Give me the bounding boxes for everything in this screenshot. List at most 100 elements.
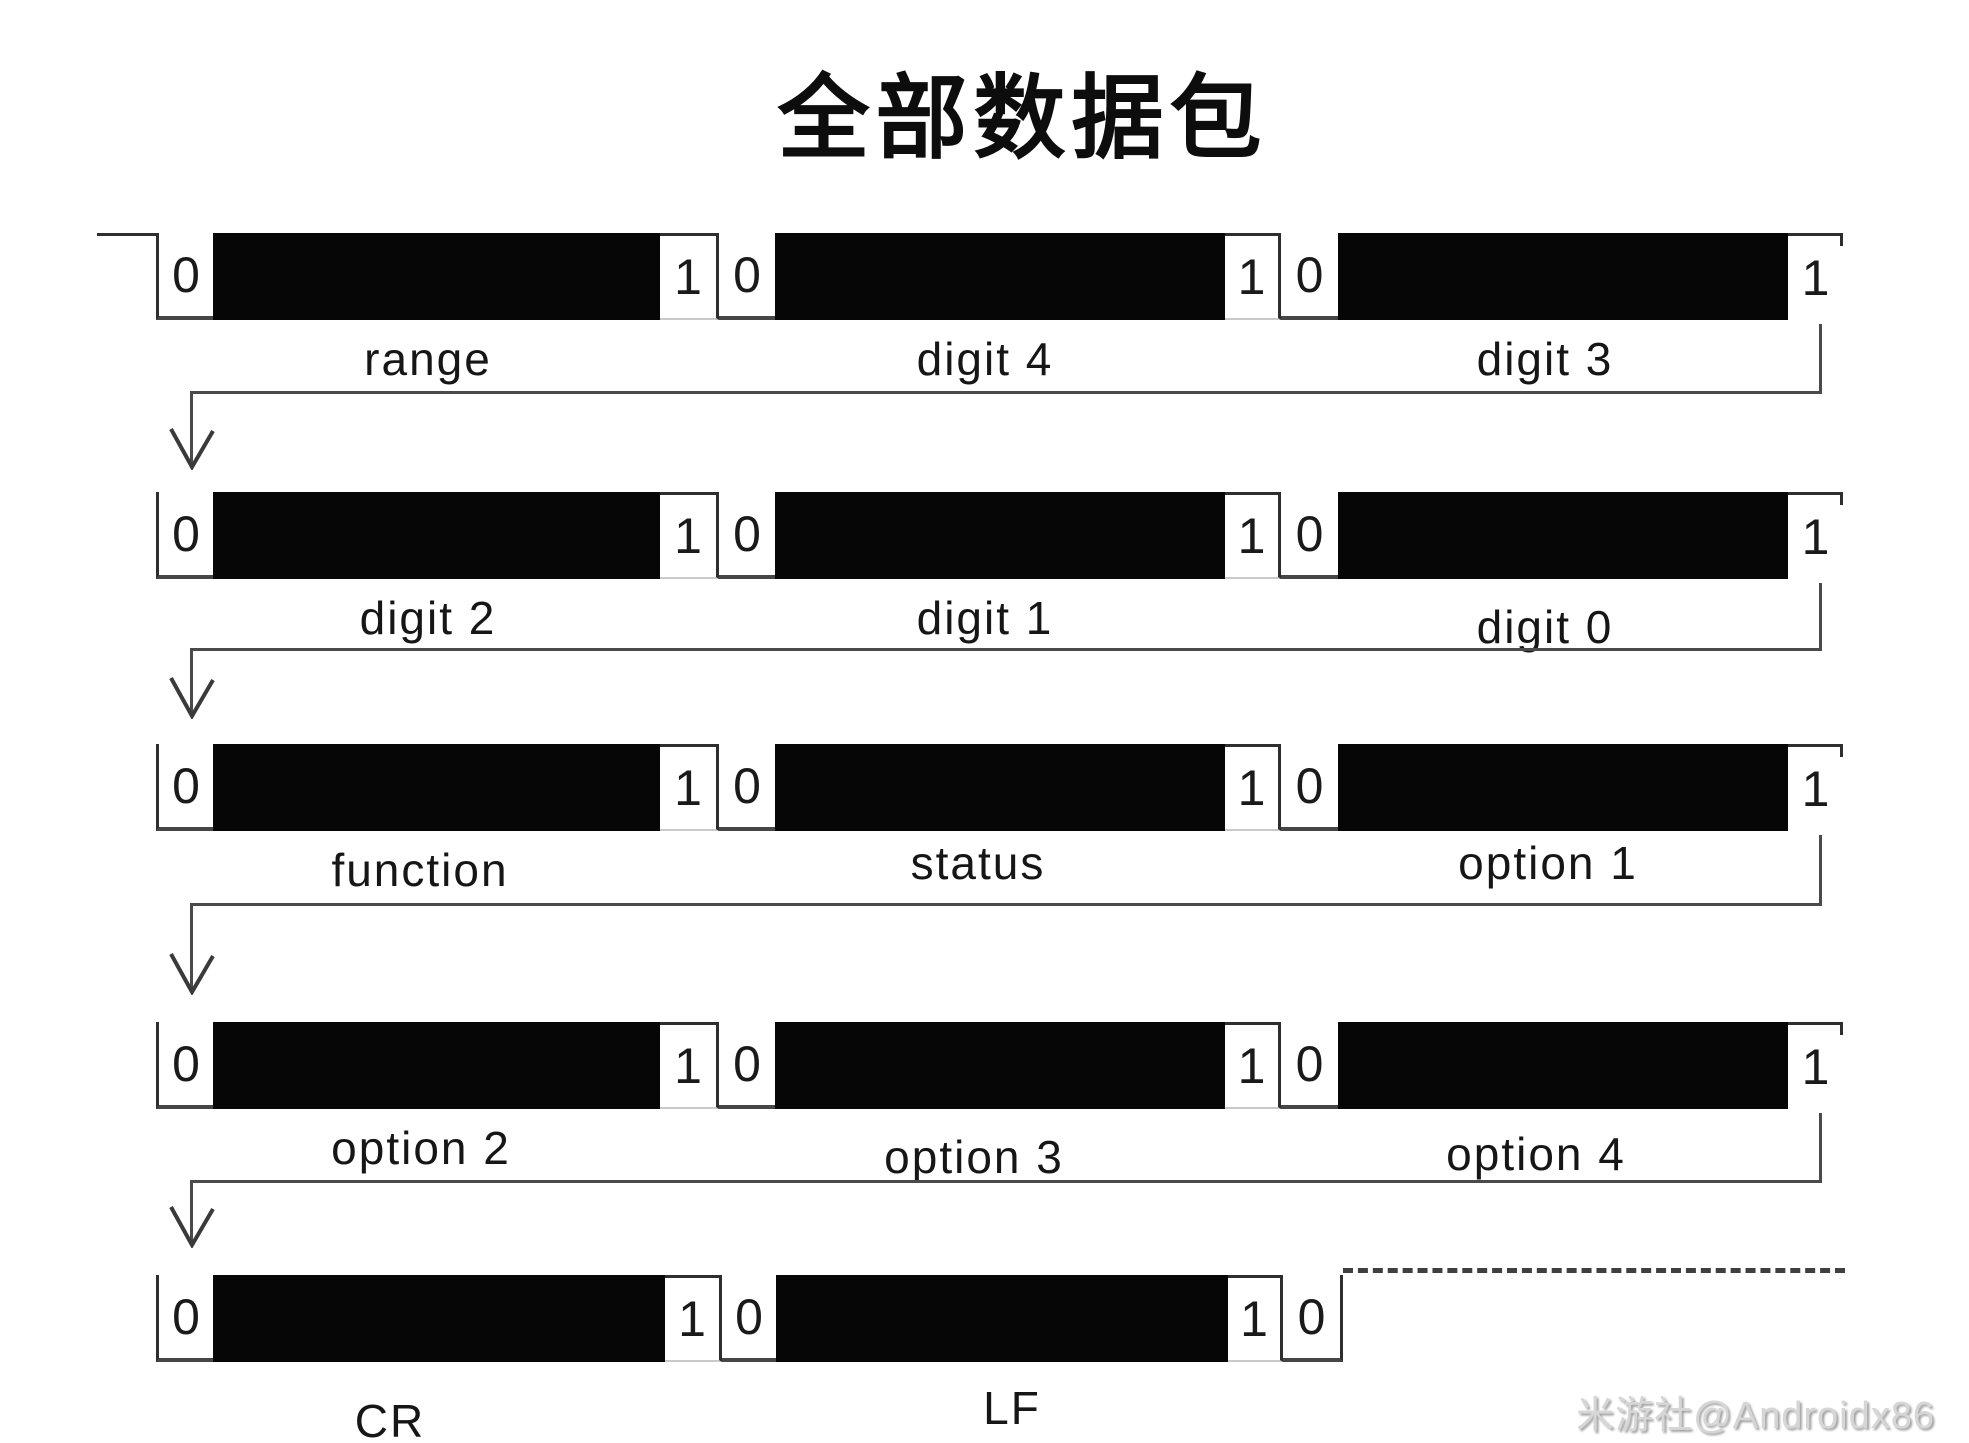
bit-label: 1 bbox=[674, 508, 702, 564]
stop-bit-cell: 1 bbox=[1225, 492, 1281, 579]
data-block bbox=[775, 1022, 1225, 1109]
field-label: option 4 bbox=[1446, 1128, 1626, 1180]
bit-label: 0 bbox=[1295, 246, 1324, 303]
stop-bit-cell: 1 bbox=[1225, 1022, 1281, 1109]
bit-label: 0 bbox=[172, 1288, 200, 1345]
field-label: option 3 bbox=[884, 1131, 1064, 1183]
start-bit-cell: 0 bbox=[156, 233, 213, 320]
field-label: digit 1 bbox=[916, 592, 1054, 644]
arrow-down-icon bbox=[169, 1206, 215, 1248]
bit-label: 0 bbox=[172, 1035, 200, 1092]
trailing-start-bit-cell: 0 bbox=[1283, 1275, 1343, 1362]
frame-end-cell: 1 bbox=[1788, 1022, 1843, 1109]
stop-bit-cell: 1 bbox=[1228, 1275, 1283, 1362]
start-bit-cell: 0 bbox=[1281, 233, 1338, 320]
bit-label: 0 bbox=[1295, 1035, 1324, 1092]
stop-bit-cell: 1 bbox=[1225, 233, 1281, 320]
bit-label: 1 bbox=[674, 1038, 702, 1094]
connector-line bbox=[1819, 583, 1822, 648]
start-bit-cell: 0 bbox=[722, 1275, 776, 1362]
end-tick bbox=[1840, 744, 1843, 757]
connector-line bbox=[191, 903, 1822, 906]
dashed-continuation-line bbox=[1343, 1268, 1845, 1273]
bit-label: 1 bbox=[1801, 509, 1830, 565]
bit-label: 0 bbox=[735, 1288, 763, 1345]
bit-label: 0 bbox=[733, 1035, 761, 1092]
start-bit-cell: 0 bbox=[156, 744, 213, 831]
field-label: function bbox=[331, 844, 509, 896]
start-bit-cell: 0 bbox=[719, 233, 775, 320]
field-label: LF bbox=[983, 1382, 1041, 1434]
field-label: range bbox=[364, 333, 492, 385]
bit-label: 0 bbox=[733, 246, 761, 303]
connector-line bbox=[1819, 835, 1822, 903]
connector-line bbox=[1819, 324, 1822, 391]
connector-line bbox=[191, 1180, 1822, 1183]
connector-line bbox=[1819, 1113, 1822, 1180]
end-tick bbox=[1840, 1022, 1843, 1035]
packet-row-2: 0 1 0 1 0 1 digit 2 digit 1 digit 0 bbox=[0, 492, 1969, 653]
field-label: digit 4 bbox=[916, 333, 1054, 385]
connector-line bbox=[191, 648, 1822, 651]
bit-label: 0 bbox=[733, 505, 761, 562]
data-block bbox=[213, 492, 660, 579]
bit-label: 1 bbox=[1801, 1039, 1830, 1095]
page-title: 全部数据包 bbox=[777, 64, 1268, 172]
bit-label: 1 bbox=[1801, 761, 1830, 817]
packet-row-1: 0 1 0 1 0 1 range digit 4 digit 3 bbox=[0, 233, 1969, 385]
bit-label: 0 bbox=[1297, 1288, 1326, 1345]
data-block bbox=[213, 1022, 660, 1109]
start-bit-cell: 0 bbox=[719, 1022, 775, 1109]
data-block bbox=[213, 744, 660, 831]
bit-label: 1 bbox=[1801, 250, 1830, 306]
bit-label: 0 bbox=[172, 757, 200, 814]
frame-end-cell: 1 bbox=[1788, 233, 1843, 320]
bit-label: 1 bbox=[674, 760, 702, 816]
data-block bbox=[775, 744, 1225, 831]
stop-bit-cell: 1 bbox=[660, 1022, 719, 1109]
arrow-down-icon bbox=[169, 677, 215, 719]
bit-label: 0 bbox=[1295, 505, 1324, 562]
start-bit-cell: 0 bbox=[1281, 744, 1338, 831]
data-block bbox=[776, 1275, 1228, 1362]
packet-row-4: 0 1 0 1 0 1 option 2 option 3 option 4 bbox=[0, 1022, 1969, 1183]
field-label: digit 2 bbox=[359, 592, 497, 644]
field-label: status bbox=[910, 837, 1046, 889]
bit-label: 1 bbox=[1237, 760, 1266, 816]
arrow-down-icon bbox=[169, 428, 215, 470]
bit-label: 0 bbox=[172, 246, 200, 303]
start-bit-cell: 0 bbox=[156, 492, 213, 579]
stop-bit-cell: 1 bbox=[1225, 744, 1281, 831]
start-bit-cell: 0 bbox=[156, 1275, 213, 1362]
stop-bit-cell: 1 bbox=[660, 233, 719, 320]
connector-line bbox=[190, 903, 193, 992]
bit-label: 1 bbox=[674, 249, 702, 305]
start-bit-cell: 0 bbox=[1281, 1022, 1338, 1109]
field-label: option 2 bbox=[331, 1122, 511, 1174]
bit-label: 1 bbox=[1237, 249, 1266, 305]
stop-bit-cell: 1 bbox=[660, 492, 719, 579]
stop-bit-cell: 1 bbox=[665, 1275, 722, 1362]
connector-line bbox=[190, 391, 193, 467]
bit-label: 1 bbox=[1237, 508, 1266, 564]
data-block bbox=[1338, 1022, 1788, 1109]
start-bit-cell: 0 bbox=[719, 744, 775, 831]
start-bit-cell: 0 bbox=[719, 492, 775, 579]
lead-line bbox=[97, 233, 156, 236]
start-bit-cell: 0 bbox=[1281, 492, 1338, 579]
field-label: CR bbox=[354, 1395, 426, 1443]
bit-label: 0 bbox=[733, 757, 761, 814]
frame-end-cell: 1 bbox=[1788, 744, 1843, 831]
end-tick bbox=[1840, 233, 1843, 246]
bit-label: 0 bbox=[1295, 757, 1324, 814]
frame-end-cell: 1 bbox=[1788, 492, 1843, 579]
bit-label: 1 bbox=[1240, 1291, 1268, 1347]
stop-bit-cell: 1 bbox=[660, 744, 719, 831]
data-block bbox=[213, 233, 660, 320]
arrow-down-icon bbox=[169, 953, 215, 995]
bit-label: 0 bbox=[172, 505, 200, 562]
data-block bbox=[775, 492, 1225, 579]
field-label: option 1 bbox=[1458, 837, 1638, 889]
field-label: digit 0 bbox=[1476, 601, 1614, 653]
